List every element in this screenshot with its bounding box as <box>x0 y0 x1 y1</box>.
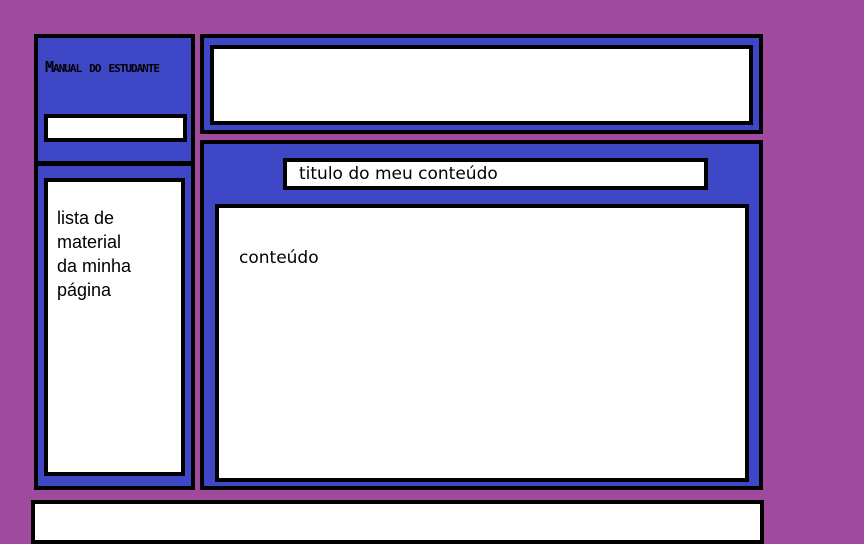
content-area: conteúdo <box>215 204 749 482</box>
content-title-box: titulo do meu conteúdo <box>283 158 708 190</box>
sidebar-nav-panel: lista de material da minha página <box>34 162 195 490</box>
site-title: Manual do estudante <box>45 58 160 76</box>
material-list-box: lista de material da minha página <box>44 178 185 476</box>
main-content-panel: titulo do meu conteúdo conteúdo <box>200 140 763 490</box>
search-input-placeholder[interactable] <box>44 114 187 142</box>
brand-panel: Manual do estudante <box>34 34 195 165</box>
content-title: titulo do meu conteúdo <box>299 164 498 184</box>
header-banner-panel <box>200 34 763 134</box>
header-banner-box <box>210 45 753 125</box>
footer-box <box>31 500 764 544</box>
material-list-text: lista de material da minha página <box>57 208 132 300</box>
content-text: conteúdo <box>239 248 319 268</box>
